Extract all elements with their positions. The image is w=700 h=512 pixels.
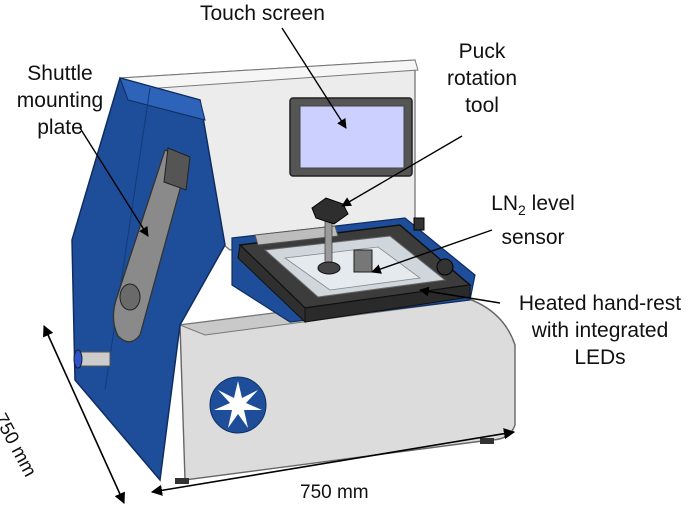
label-shuttle-plate-line3: plate	[37, 116, 83, 139]
brand-emblem-star	[214, 381, 262, 428]
right-foot	[480, 438, 494, 444]
right-side-knob	[413, 217, 425, 231]
inlet-cap	[73, 349, 83, 369]
label-touch-screen: Touch screen	[200, 0, 325, 27]
panel-edge	[119, 77, 206, 121]
label-width-dimension: 750 mm	[300, 482, 369, 503]
label-ln2-subscript: 2	[518, 202, 526, 219]
leader-shuttle-plate	[79, 127, 149, 237]
leader-puck-tool	[341, 135, 463, 207]
label-ln2-suffix: level	[525, 192, 575, 215]
depth-dimension-arrow	[43, 324, 125, 505]
label-puck-tool: Puck rotation tool	[430, 38, 534, 119]
label-shuttle-plate-line1: Shuttle	[27, 62, 93, 85]
puck-tool-shaft	[324, 217, 333, 267]
plate-knob	[119, 283, 141, 311]
leader-hand-rest	[419, 286, 501, 304]
label-ln2-sensor-line2: sensor	[501, 226, 565, 250]
dewar-inner	[283, 246, 422, 291]
dewar-base-side	[237, 243, 306, 324]
label-touch-screen-text: Touch screen	[200, 2, 325, 25]
label-puck-tool-line3: tool	[465, 94, 499, 117]
leader-ln2-sensor	[371, 229, 493, 274]
touch-screen-display	[299, 105, 405, 169]
label-puck-tool-line2: rotation	[446, 67, 518, 90]
label-shuttle-plate-line2: mounting	[16, 89, 104, 112]
front-foot	[175, 478, 189, 484]
leader-touch-screen	[281, 27, 347, 129]
width-dimension-arrow	[150, 428, 516, 496]
transfer-rail	[254, 225, 339, 246]
label-ln2-sensor: LN2 level sensor	[468, 190, 598, 251]
label-hand-rest-line2: with integrated	[531, 319, 669, 342]
label-hand-rest-line3: LEDs	[574, 346, 626, 369]
puck-tool-base	[317, 261, 341, 275]
inlet-fitting	[77, 351, 111, 367]
plate-clamp	[163, 147, 191, 191]
label-ln2-prefix: LN	[491, 192, 519, 215]
puck-tool-knob	[311, 197, 349, 225]
label-puck-tool-line1: Puck	[458, 40, 506, 63]
label-hand-rest-line1: Heated hand-rest	[518, 292, 682, 315]
ln2-sensor-body	[353, 249, 373, 273]
right-knob	[436, 258, 454, 276]
label-ln2-sensor-line1: LN2 level	[468, 190, 598, 224]
label-shuttle-plate: Shuttle mounting plate	[2, 60, 118, 141]
label-hand-rest: Heated hand-rest with integrated LEDs	[502, 290, 698, 371]
